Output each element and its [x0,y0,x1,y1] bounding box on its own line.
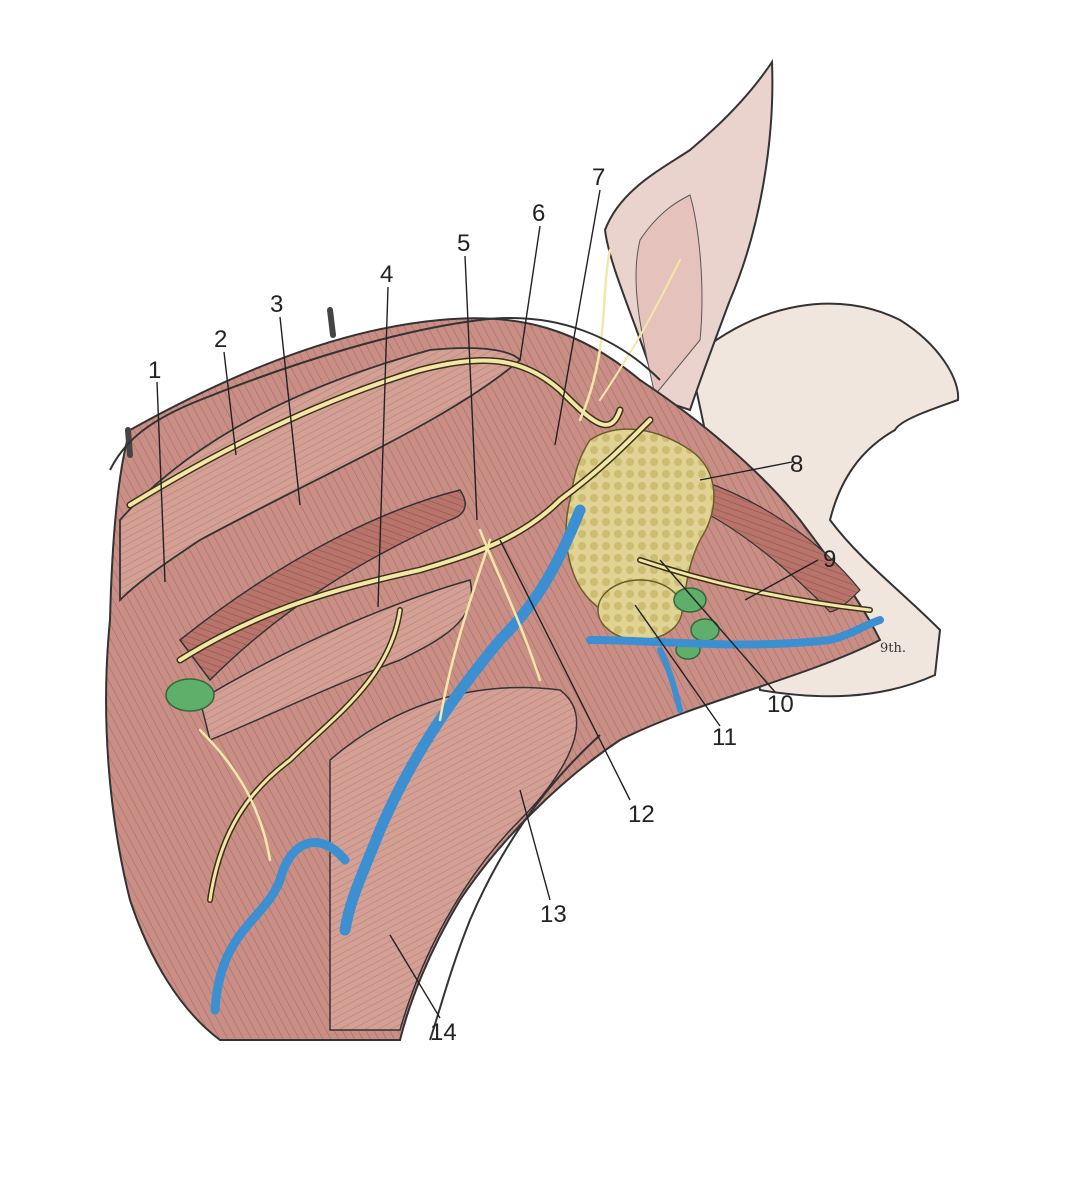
nerve-twig-3 [198,728,272,862]
muscle-band-mid [199,579,473,742]
callout-labels: 1 2 3 4 5 6 7 8 9 10 11 12 13 14 [148,164,836,1046]
ear-inner [635,194,703,397]
mandibular-gland [597,579,683,641]
label-14: 14 [430,1019,457,1046]
label-6: 6 [532,200,545,227]
label-5: 5 [457,230,470,257]
leader-lines [156,189,819,1019]
nerve-twig-5 [599,259,681,401]
nerve-fill [128,248,872,902]
jugular-branch-lower [210,838,350,1015]
muscle-strip-shoulder [699,479,861,613]
label-4: 4 [380,261,393,288]
facial-nerve-branch [638,558,872,612]
label-13: 13 [540,901,567,928]
label-2: 2 [214,326,227,353]
nerve-twig-2 [438,538,492,722]
vein-branch-face [657,647,683,713]
muscle-strip-lower [178,489,466,682]
artist-signature: 9th. [880,641,906,656]
lymph-node-superficial-cervical [165,678,215,712]
maxillary-vein [586,616,884,649]
dorsal-nerve [128,358,622,507]
label-8: 8 [790,451,803,478]
lymph-node-mandibular-1 [673,587,707,613]
accessory-nerve-branch [178,418,652,662]
label-3: 3 [270,291,283,318]
label-11: 11 [712,724,737,751]
muscle-strip-upper [119,347,522,603]
label-10: 10 [767,691,794,718]
retractor-hook-top [327,307,336,338]
label-1: 1 [148,357,161,384]
label-9: 9 [823,546,836,573]
nerve-twig-4 [578,248,612,422]
muscle-lower-bundle [329,686,578,1031]
neck-ventral-outline [429,734,601,1041]
label-7: 7 [592,164,605,191]
cervical-nerve-descending [208,608,402,902]
label-12: 12 [628,801,655,828]
